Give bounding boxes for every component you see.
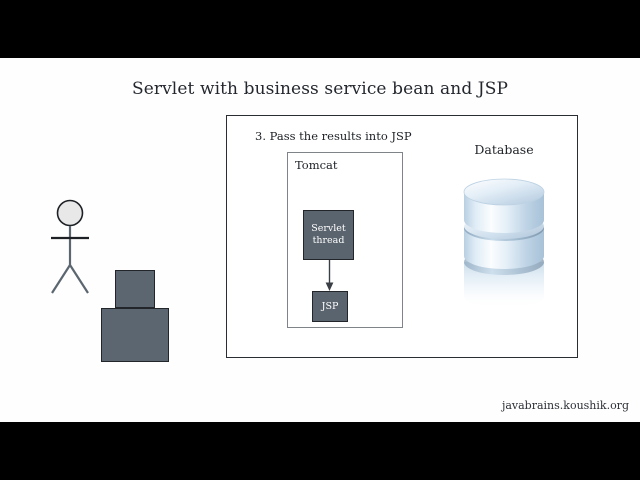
servlet-to-jsp-arrow-icon [325,260,334,291]
servlet-thread-label-line2: thread [312,235,345,246]
tomcat-container-box: Tomcat Servlet thread JSP [287,152,403,328]
page-title: Servlet with business service bean and J… [131,79,509,99]
step-caption: 3. Pass the results into JSP [255,129,412,143]
tomcat-label: Tomcat [295,158,338,172]
stick-figure-icon [51,199,89,294]
desktop-computer-icon [101,270,173,362]
letterbox-bar-bottom [0,422,640,480]
database-label: Database [474,142,534,157]
computer-monitor-shape [115,270,155,308]
presentation-slide: Servlet with business service bean and J… [0,58,640,422]
servlet-thread-label-line1: Servlet [311,223,346,234]
database-cylinder-icon [463,178,545,309]
servlet-thread-node: Servlet thread [303,210,354,260]
jsp-label: JSP [321,300,339,312]
footer-credit: javabrains.koushik.org [501,399,629,412]
database-group: Database [449,142,559,322]
actor-group [48,198,173,363]
computer-base-shape [101,308,169,362]
jsp-node: JSP [312,291,348,322]
architecture-diagram-frame: 3. Pass the results into JSP Tomcat Serv… [226,115,578,358]
letterbox-bar-top [0,0,640,58]
